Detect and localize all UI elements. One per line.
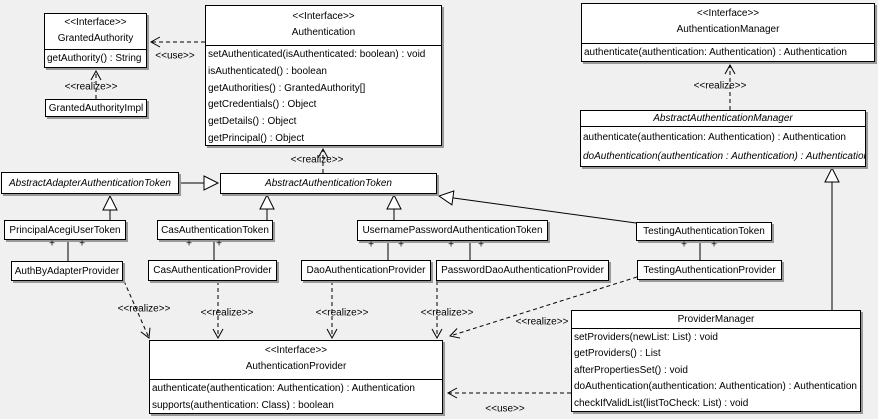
class-name: UsernamePasswordAuthenticationToken bbox=[362, 225, 543, 236]
realize-label: <<realize>> bbox=[693, 80, 747, 92]
multiplicity-label: + bbox=[398, 239, 404, 251]
method: getPrincipal() : Object bbox=[208, 132, 305, 144]
method: getCredentials() : Object bbox=[208, 99, 317, 111]
multiplicity-label: + bbox=[186, 238, 192, 250]
realize-label: <<realize>> bbox=[117, 303, 171, 315]
stereotype-label: <<Interface>> bbox=[264, 345, 328, 356]
method: authenticate(authentication: Authenticat… bbox=[583, 132, 846, 143]
realize-label: <<realize>> bbox=[290, 154, 344, 166]
method: doAuthentication(authentication: Authent… bbox=[574, 381, 857, 393]
multiplicity-label: + bbox=[79, 238, 85, 250]
methods-compartment: authenticate(authentication: Authenticat… bbox=[150, 379, 442, 414]
class-password-dao-authentication-provider[interactable]: PasswordDaoAuthenticationProvider bbox=[436, 260, 609, 281]
method: getDetails() : Object bbox=[208, 116, 297, 128]
methods-compartment: authenticate(authentication: Authenticat… bbox=[581, 126, 865, 166]
class-name: GrantedAuthority bbox=[57, 33, 134, 44]
class-name: PrincipalAcegiUserToken bbox=[9, 224, 121, 236]
class-header: <<Interface>> AuthenticationProvider bbox=[150, 341, 442, 379]
realize-label: <<realize>> bbox=[200, 307, 254, 319]
class-granted-authority[interactable]: <<Interface>> GrantedAuthority getAuthor… bbox=[44, 13, 147, 68]
class-dao-authentication-provider[interactable]: DaoAuthenticationProvider bbox=[301, 260, 431, 281]
class-abstract-adapter-authentication-token[interactable]: AbstractAdapterAuthenticationToken bbox=[1, 172, 179, 194]
method: afterPropertiesSet() : void bbox=[574, 364, 688, 376]
class-auth-by-adapter-provider[interactable]: AuthByAdapterProvider bbox=[11, 261, 123, 281]
class-name: GrantedAuthorityImpl bbox=[48, 102, 144, 114]
method: getAuthorities() : GrantedAuthority[] bbox=[208, 82, 366, 94]
realize-authbyadapterprovider[interactable] bbox=[123, 280, 151, 339]
realize-testingprovider[interactable] bbox=[449, 276, 638, 339]
multiplicity-label: + bbox=[448, 239, 454, 251]
class-header: ProviderManager bbox=[572, 311, 860, 328]
multiplicity-label: + bbox=[368, 239, 374, 251]
class-name: AuthenticationProvider bbox=[245, 361, 347, 372]
method: supports(authentication: Class) : boolea… bbox=[152, 400, 334, 411]
method: authenticate(authentication: Authenticat… bbox=[584, 47, 847, 58]
class-principal-acegi-user-token[interactable]: PrincipalAcegiUserToken bbox=[4, 220, 126, 240]
method: setProviders(newList: List) : void bbox=[574, 332, 718, 343]
class-name: AuthenticationManager bbox=[676, 24, 780, 35]
class-authentication-manager[interactable]: <<Interface>> AuthenticationManager auth… bbox=[581, 3, 875, 62]
method: getAuthority() : String bbox=[47, 53, 142, 64]
class-username-password-authentication-token[interactable]: UsernamePasswordAuthenticationToken bbox=[357, 220, 548, 241]
class-granted-authority-impl[interactable]: GrantedAuthorityImpl bbox=[45, 99, 147, 117]
class-header: AbstractAuthenticationManager bbox=[581, 111, 865, 126]
multiplicity-label: + bbox=[49, 238, 55, 250]
class-header: <<Interface>> GrantedAuthority bbox=[45, 14, 146, 49]
class-provider-manager[interactable]: ProviderManager setProviders(newList: Li… bbox=[571, 310, 861, 412]
class-authentication-provider[interactable]: <<Interface>> AuthenticationProvider aut… bbox=[149, 340, 443, 414]
method: getProviders() : List bbox=[574, 348, 661, 360]
stereotype-label: <<Interface>> bbox=[292, 11, 355, 22]
class-cas-authentication-token[interactable]: CasAuthenticationToken bbox=[157, 220, 273, 240]
class-cas-authentication-provider[interactable]: CasAuthenticationProvider bbox=[148, 260, 277, 281]
multiplicity-label: + bbox=[711, 239, 717, 251]
methods-compartment: getAuthority() : String bbox=[45, 49, 146, 67]
class-abstract-authentication-manager[interactable]: AbstractAuthenticationManager authentica… bbox=[580, 110, 866, 167]
methods-compartment: authenticate(authentication: Authenticat… bbox=[582, 43, 874, 61]
realize-label: <<realize>> bbox=[64, 81, 118, 93]
methods-compartment: setProviders(newList: List) : void getPr… bbox=[572, 328, 860, 412]
method: doAuthentication(authentication : Authen… bbox=[583, 151, 865, 162]
realize-label: <<realize>> bbox=[420, 307, 474, 319]
class-header: <<Interface>> Authentication bbox=[206, 6, 441, 45]
method: checkIfValidList(listToCheck: List) : vo… bbox=[574, 397, 749, 409]
use-label: <<use>> bbox=[485, 403, 525, 415]
multiplicity-label: + bbox=[681, 239, 687, 251]
class-name: ProviderManager bbox=[677, 314, 755, 325]
class-name: AbstractAdapterAuthenticationToken bbox=[9, 177, 171, 189]
use-label: <<use>> bbox=[155, 50, 195, 62]
class-abstract-authentication-token[interactable]: AbstractAuthenticationToken bbox=[220, 173, 437, 194]
stereotype-label: <<Interface>> bbox=[696, 8, 760, 19]
method: authenticate(authentication: Authenticat… bbox=[152, 383, 415, 394]
class-name: TestingAuthenticationToken bbox=[643, 226, 765, 237]
class-name: DaoAuthenticationProvider bbox=[306, 265, 426, 276]
stereotype-label: <<Interface>> bbox=[64, 17, 127, 28]
class-testing-authentication-provider[interactable]: TestingAuthenticationProvider bbox=[637, 260, 782, 280]
class-header: <<Interface>> AuthenticationManager bbox=[582, 4, 874, 43]
class-name: PasswordDaoAuthenticationProvider bbox=[441, 265, 604, 276]
class-authentication[interactable]: <<Interface>> Authentication setAuthenti… bbox=[205, 5, 442, 146]
multiplicity-label: + bbox=[216, 238, 222, 250]
class-name: TestingAuthenticationProvider bbox=[643, 264, 776, 276]
realize-label: <<realize>> bbox=[515, 316, 569, 328]
method: setAuthenticated(isAuthenticated: boolea… bbox=[208, 49, 426, 60]
class-name: AbstractAuthenticationToken bbox=[265, 178, 392, 189]
class-testing-authentication-token[interactable]: TestingAuthenticationToken bbox=[636, 222, 772, 241]
multiplicity-label: + bbox=[478, 239, 484, 251]
realize-label: <<realize>> bbox=[315, 307, 369, 319]
class-name: CasAuthenticationToken bbox=[161, 224, 269, 236]
class-name: AuthByAdapterProvider bbox=[14, 265, 120, 277]
gen-testingtoken-to-abstracttoken[interactable] bbox=[437, 190, 637, 224]
class-name: AbstractAuthenticationManager bbox=[653, 113, 793, 124]
class-name: Authentication bbox=[291, 27, 356, 38]
class-name: CasAuthenticationProvider bbox=[153, 265, 272, 276]
method: isAuthenticated() : boolean bbox=[208, 65, 327, 77]
methods-compartment: setAuthenticated(isAuthenticated: boolea… bbox=[206, 45, 441, 148]
